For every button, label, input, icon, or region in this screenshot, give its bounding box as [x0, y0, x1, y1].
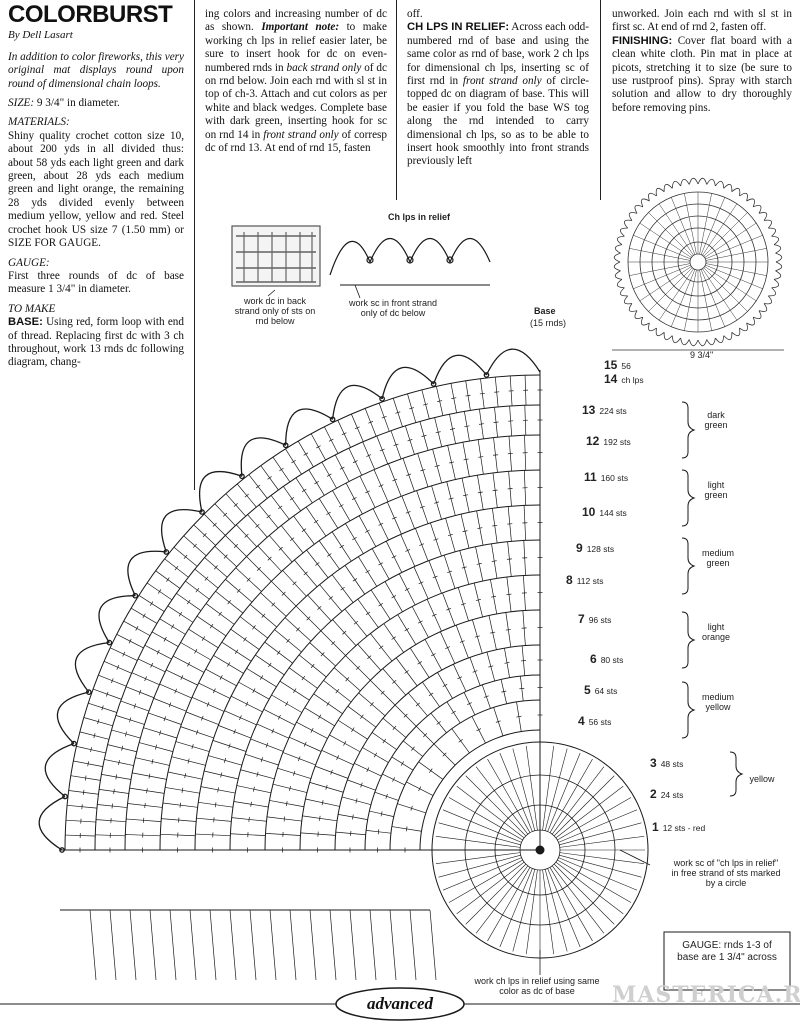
note-relief-bottom: work ch lps in relief using same color a… [474, 976, 600, 996]
finished-mat-photo [612, 177, 784, 351]
to-make-label: TO MAKE [8, 302, 56, 315]
column-rule-3 [600, 0, 601, 200]
base-text: Using red, form loop with end of thread.… [8, 316, 184, 369]
base-subtitle: (15 rnds) [530, 318, 567, 328]
gauge-box-frame [663, 931, 791, 991]
ch-lps-label: CH LPS IN RELIEF: [407, 21, 510, 34]
relief-title: Ch lps in relief [388, 212, 451, 222]
color-light-orange: light orange [701, 622, 731, 642]
base-label: BASE: [8, 316, 43, 329]
color-medium-green: medium green [701, 548, 734, 568]
note-back-strand: work dc in back strand only of sts on rn… [234, 296, 316, 326]
col3-text: off.CH LPS IN RELIEF: Across each odd-nu… [407, 8, 590, 168]
color-dark-green: dark green [704, 410, 728, 430]
col2-text: ing colors and increasing number of dc a… [205, 8, 388, 155]
intro-text: In addition to color fireworks, this ver… [8, 50, 184, 90]
important-note-label: Important note: [261, 21, 340, 34]
base-title: Base [534, 306, 556, 316]
column-rule-2 [396, 0, 397, 200]
size-label: SIZE: [8, 97, 35, 110]
color-brackets [681, 401, 744, 797]
column-3: off.CH LPS IN RELIEF: Across each odd-nu… [407, 8, 589, 175]
byline: By Dell Lasart [8, 29, 73, 42]
note-front-strand: work sc in front strand only of dc below [348, 298, 438, 318]
column-1: COLORBURST By Dell Lasart In addition to… [8, 2, 184, 376]
relief-detail-illustration [231, 225, 491, 287]
watermark: MASTERICA.RU [612, 982, 800, 1008]
color-light-green: light green [704, 480, 728, 500]
gauge-label: GAUGE: [8, 256, 50, 269]
gauge-text: First three rounds of dc of base measure… [8, 269, 184, 296]
materials-text: Shiny quality crochet cotton size 10, ab… [8, 129, 184, 250]
skill-level-badge: advanced [366, 994, 434, 1013]
materials-label: MATERIALS: [8, 116, 70, 129]
base-paragraph: BASE: Using red, form loop with end of t… [8, 316, 184, 370]
size-value: 9 3/4" in diameter. [34, 97, 120, 110]
col4-text: unworked. Join each rnd with sl st in fi… [612, 8, 792, 114]
advanced-badge-shape [335, 987, 465, 1021]
size-line: SIZE: 9 3/4" in diameter. [8, 97, 184, 110]
relief-chain-loops [38, 348, 541, 853]
color-yellow: yellow [749, 774, 775, 784]
color-medium-yellow: medium yellow [701, 692, 734, 712]
base-diagram-rounds [60, 370, 543, 981]
photo-size-label: 9 3/4" [690, 350, 714, 360]
gauge-box-text: GAUGE: rnds 1-3 of base are 1 3/4" acros… [677, 940, 777, 963]
finishing-label: FINISHING: [612, 34, 673, 47]
leader-lines [267, 284, 651, 975]
center-circle-rounds [431, 741, 649, 959]
column-2: ing colors and increasing number of dc a… [205, 8, 387, 161]
column-4: unworked. Join each rnd with sl st in fi… [612, 8, 792, 121]
column-rule-1 [194, 0, 195, 490]
note-sc-circle: work sc of "ch lps in relief" in free st… [671, 858, 781, 888]
